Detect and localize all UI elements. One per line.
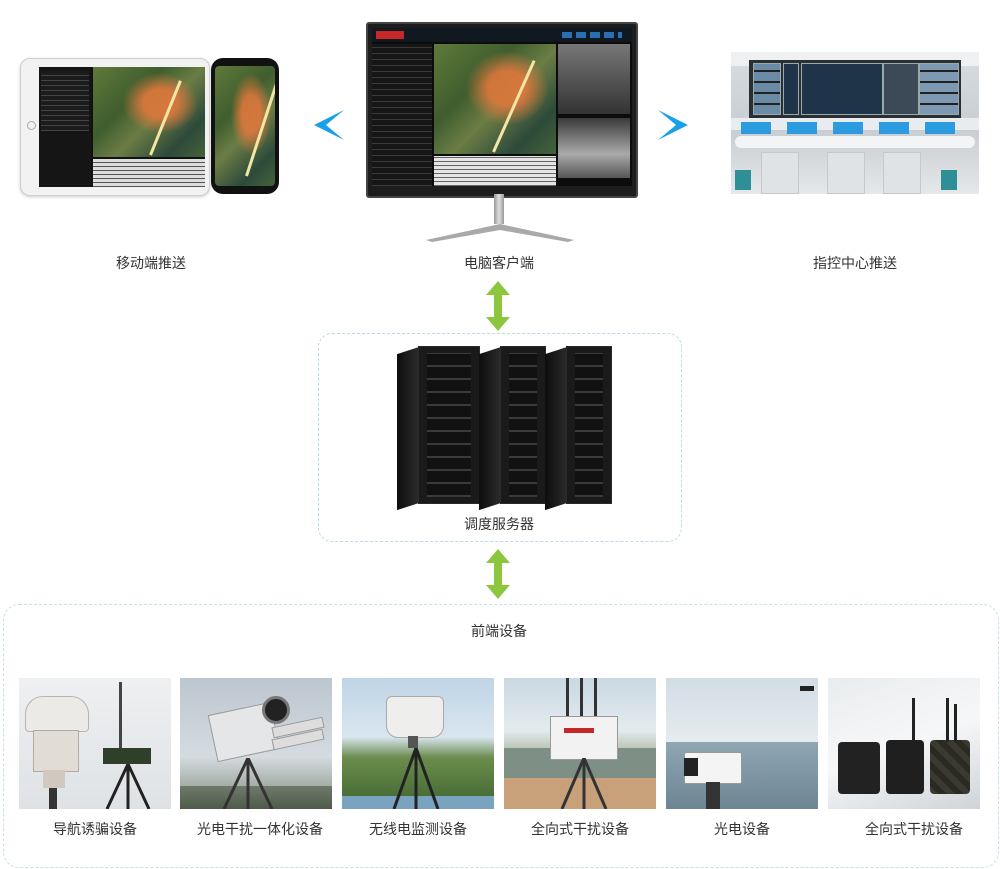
navigation-spoofing-device-photo [19,678,171,809]
omnidirectional-jamming-device-photo [504,678,656,809]
command-center-image [731,52,979,194]
monitor-stand-base [426,224,574,242]
device-label-electro-optical: 光电设备 [714,822,770,838]
double-arrow-vertical-icon [486,281,510,331]
tablet-home-button [27,121,36,130]
device-label-omni-jamming-portable: 全向式干扰设备 [865,822,963,838]
tablet-device-image [20,58,210,196]
double-arrow-vertical-icon [486,549,510,599]
monitor-screen [372,28,632,186]
radio-monitoring-device-photo [342,678,494,809]
server-rack-middle [479,346,546,511]
frontend-devices-box [3,604,999,868]
mobile-push-label: 移动端推送 [116,256,186,272]
portable-jamming-cases-photo [828,678,980,809]
server-rack-right [545,346,612,511]
chevron-right-icon [658,110,688,140]
phone-screen [215,66,275,186]
electro-optical-jamming-device-photo [180,678,332,809]
dispatch-server-label: 调度服务器 [464,517,534,533]
server-rack-left [397,346,480,511]
tablet-screen [39,67,205,187]
electro-optical-device-photo [666,678,818,809]
device-label-navigation-spoofing: 导航诱骗设备 [53,822,137,838]
server-group-box [318,333,682,542]
phone-device-image [211,58,279,194]
device-label-omni-jamming: 全向式干扰设备 [531,822,629,838]
device-label-eo-jamming: 光电干扰一体化设备 [197,822,323,838]
desktop-monitor-image [366,22,638,198]
device-label-radio-monitoring: 无线电监测设备 [369,822,467,838]
desktop-client-label: 电脑客户端 [464,256,534,272]
frontend-devices-title: 前端设备 [471,624,527,640]
chevron-left-icon [314,110,344,140]
command-center-push-label: 指控中心推送 [813,256,897,272]
monitor-stand-neck [494,194,504,224]
